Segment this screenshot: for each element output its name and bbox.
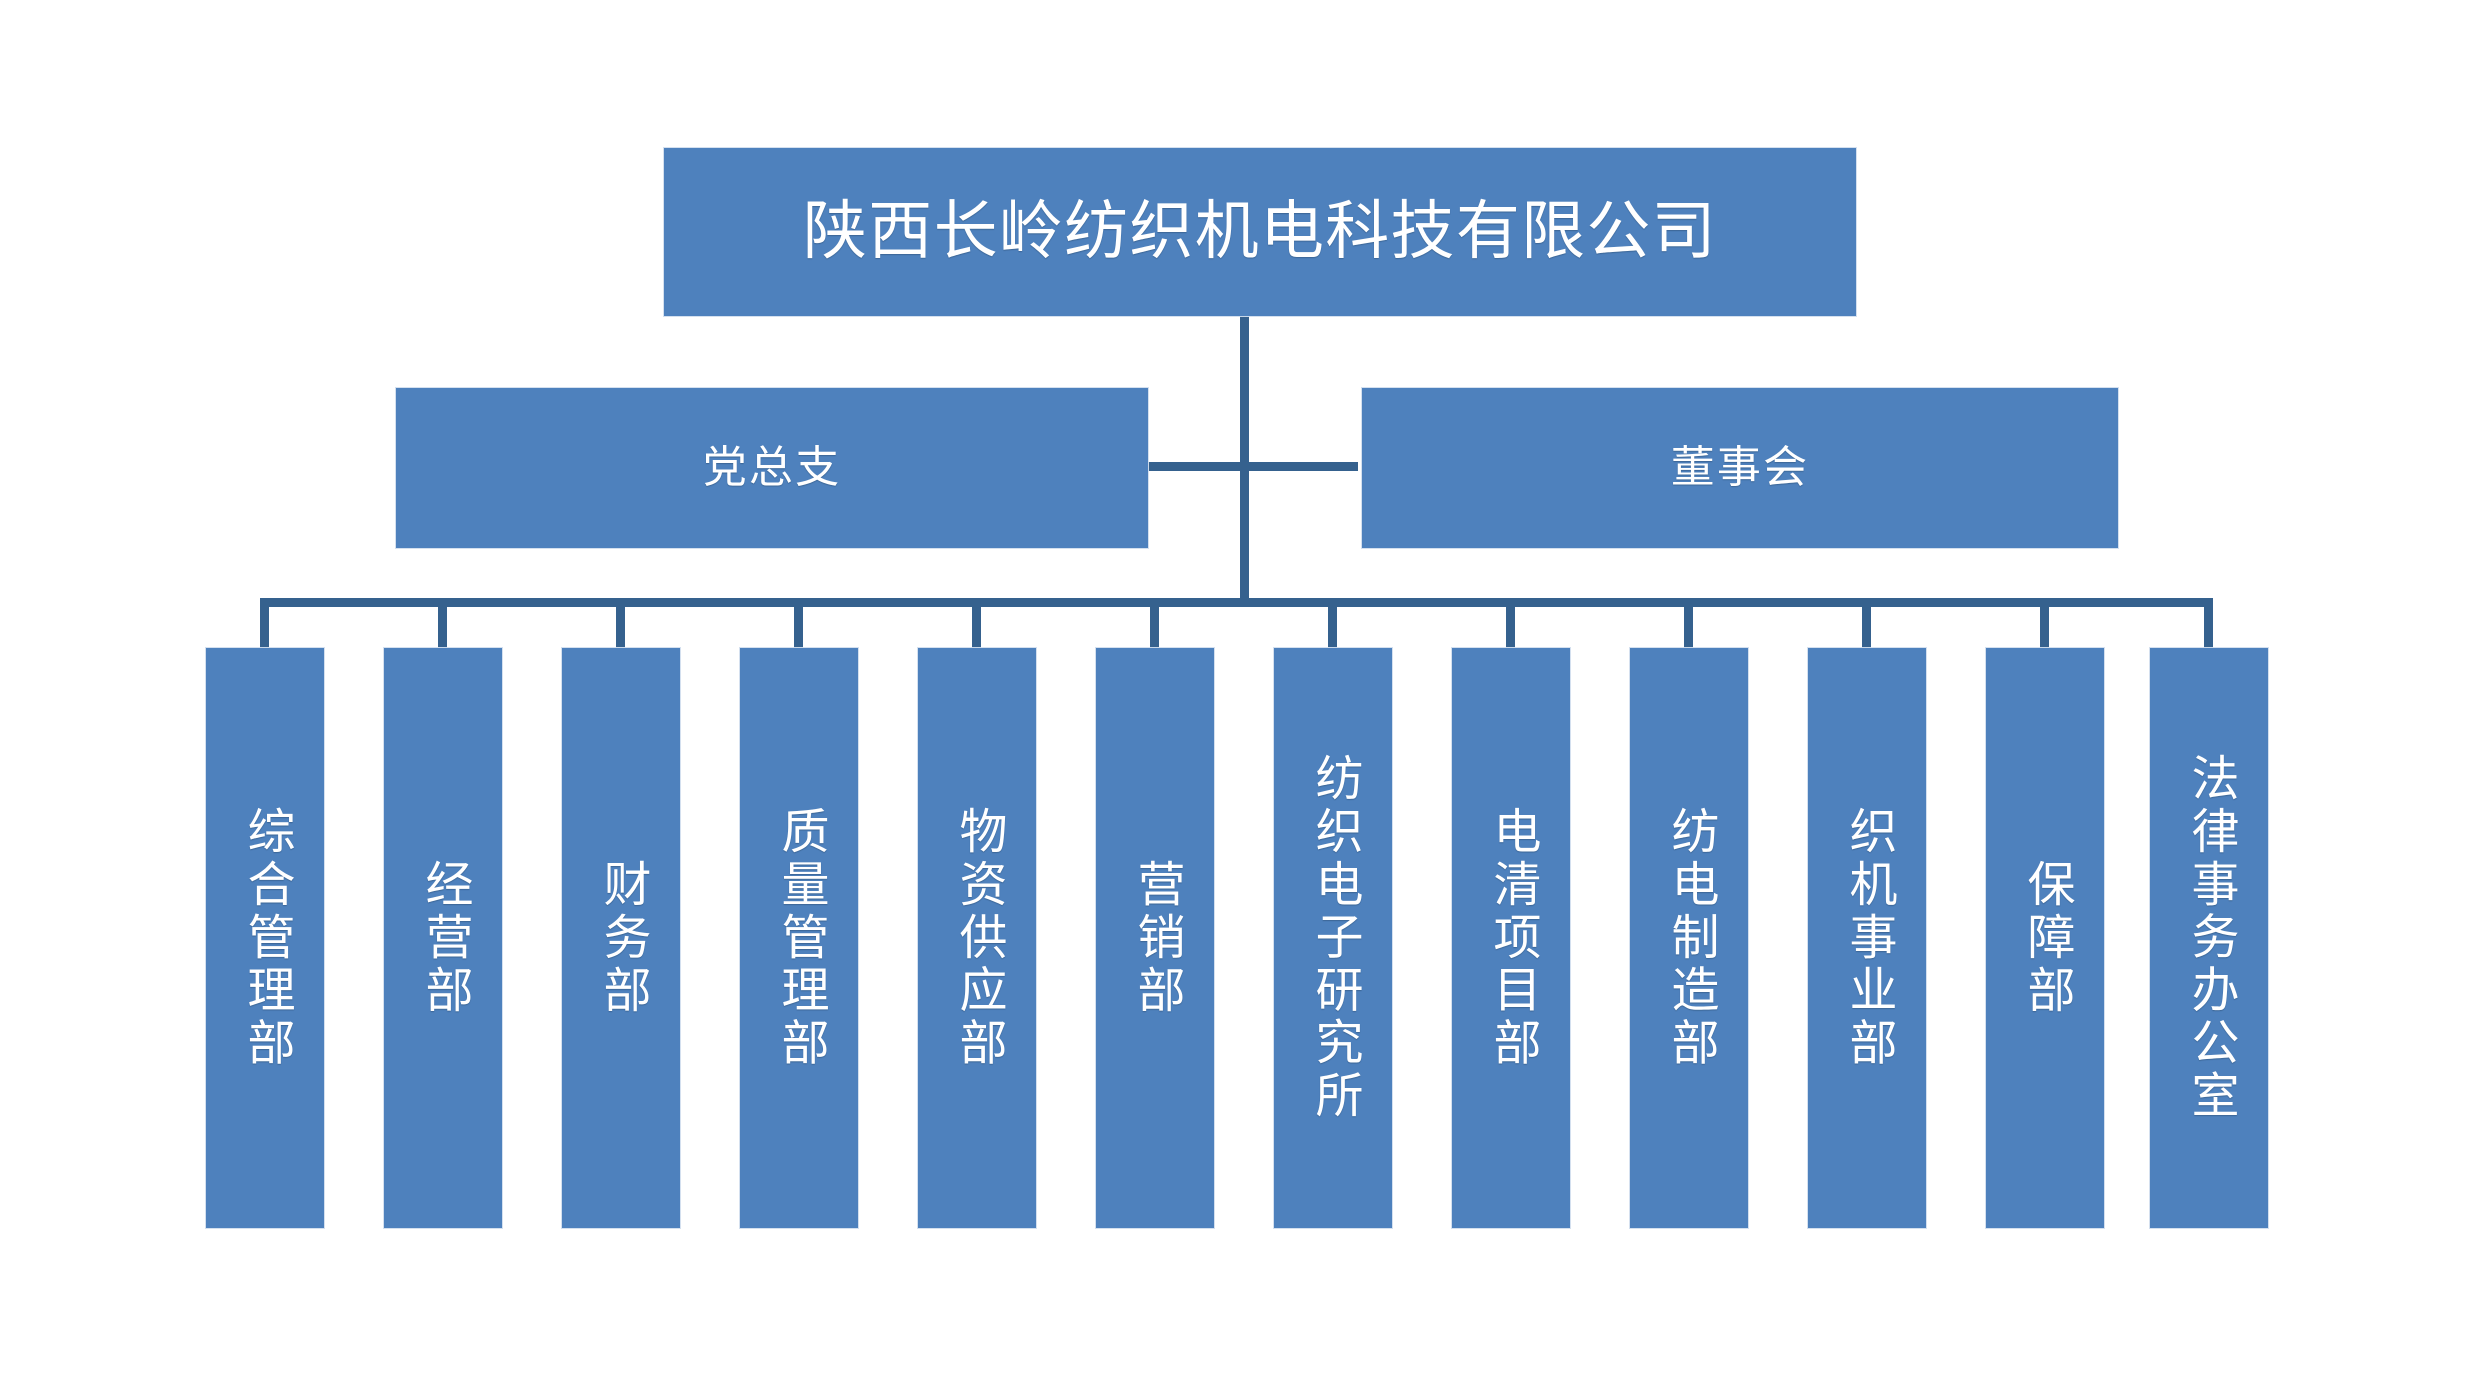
connector-root-trunk: [1240, 315, 1249, 607]
node-department-6-label: 营销部: [1129, 858, 1183, 1018]
node-department-8-label: 电清项目部: [1485, 806, 1539, 1070]
node-department-7[interactable]: 纺织电子研究所: [1274, 648, 1392, 1228]
connector-drop-7: [1328, 598, 1337, 648]
node-root-label: 陕西长岭纺织机电科技有限公司: [803, 196, 1717, 268]
node-department-3-label: 财务部: [595, 858, 649, 1018]
node-department-7-label: 纺织电子研究所: [1307, 753, 1361, 1123]
connector-drop-1: [260, 598, 269, 648]
node-root[interactable]: 陕西长岭纺织机电科技有限公司: [664, 148, 1856, 316]
connector-drop-9: [1684, 598, 1693, 648]
node-department-12[interactable]: 法律事务办公室: [2150, 648, 2268, 1228]
node-department-12-label: 法律事务办公室: [2183, 753, 2237, 1123]
connector-drop-4: [794, 598, 803, 648]
node-department-11-label: 保障部: [2019, 858, 2073, 1018]
connector-drop-11: [2040, 598, 2049, 648]
node-department-2-label: 经营部: [417, 858, 471, 1018]
node-party-branch[interactable]: 党总支: [396, 388, 1148, 548]
connector-drop-2: [438, 598, 447, 648]
node-department-10[interactable]: 织机事业部: [1808, 648, 1926, 1228]
connector-department-bus: [260, 598, 2213, 607]
node-department-1[interactable]: 综合管理部: [206, 648, 324, 1228]
connector-drop-5: [972, 598, 981, 648]
connector-level2-crossbar: [1146, 462, 1358, 471]
connector-drop-8: [1506, 598, 1515, 648]
node-department-4[interactable]: 质量管理部: [740, 648, 858, 1228]
node-department-1-label: 综合管理部: [239, 806, 293, 1070]
node-department-6[interactable]: 营销部: [1096, 648, 1214, 1228]
node-board-of-directors[interactable]: 董事会: [1362, 388, 2118, 548]
node-department-5-label: 物资供应部: [951, 806, 1005, 1070]
node-department-9-label: 纺电制造部: [1663, 806, 1717, 1070]
node-board-of-directors-label: 董事会: [1670, 442, 1810, 492]
connector-drop-10: [1862, 598, 1871, 648]
node-department-9[interactable]: 纺电制造部: [1630, 648, 1748, 1228]
node-department-2[interactable]: 经营部: [384, 648, 502, 1228]
node-department-8[interactable]: 电清项目部: [1452, 648, 1570, 1228]
node-department-3[interactable]: 财务部: [562, 648, 680, 1228]
connector-drop-12: [2204, 598, 2213, 648]
node-department-11[interactable]: 保障部: [1986, 648, 2104, 1228]
node-department-5[interactable]: 物资供应部: [918, 648, 1036, 1228]
connector-drop-3: [616, 598, 625, 648]
node-department-10-label: 织机事业部: [1841, 806, 1895, 1070]
node-party-branch-label: 党总支: [702, 442, 842, 492]
node-department-4-label: 质量管理部: [773, 806, 827, 1070]
connector-drop-6: [1150, 598, 1159, 648]
